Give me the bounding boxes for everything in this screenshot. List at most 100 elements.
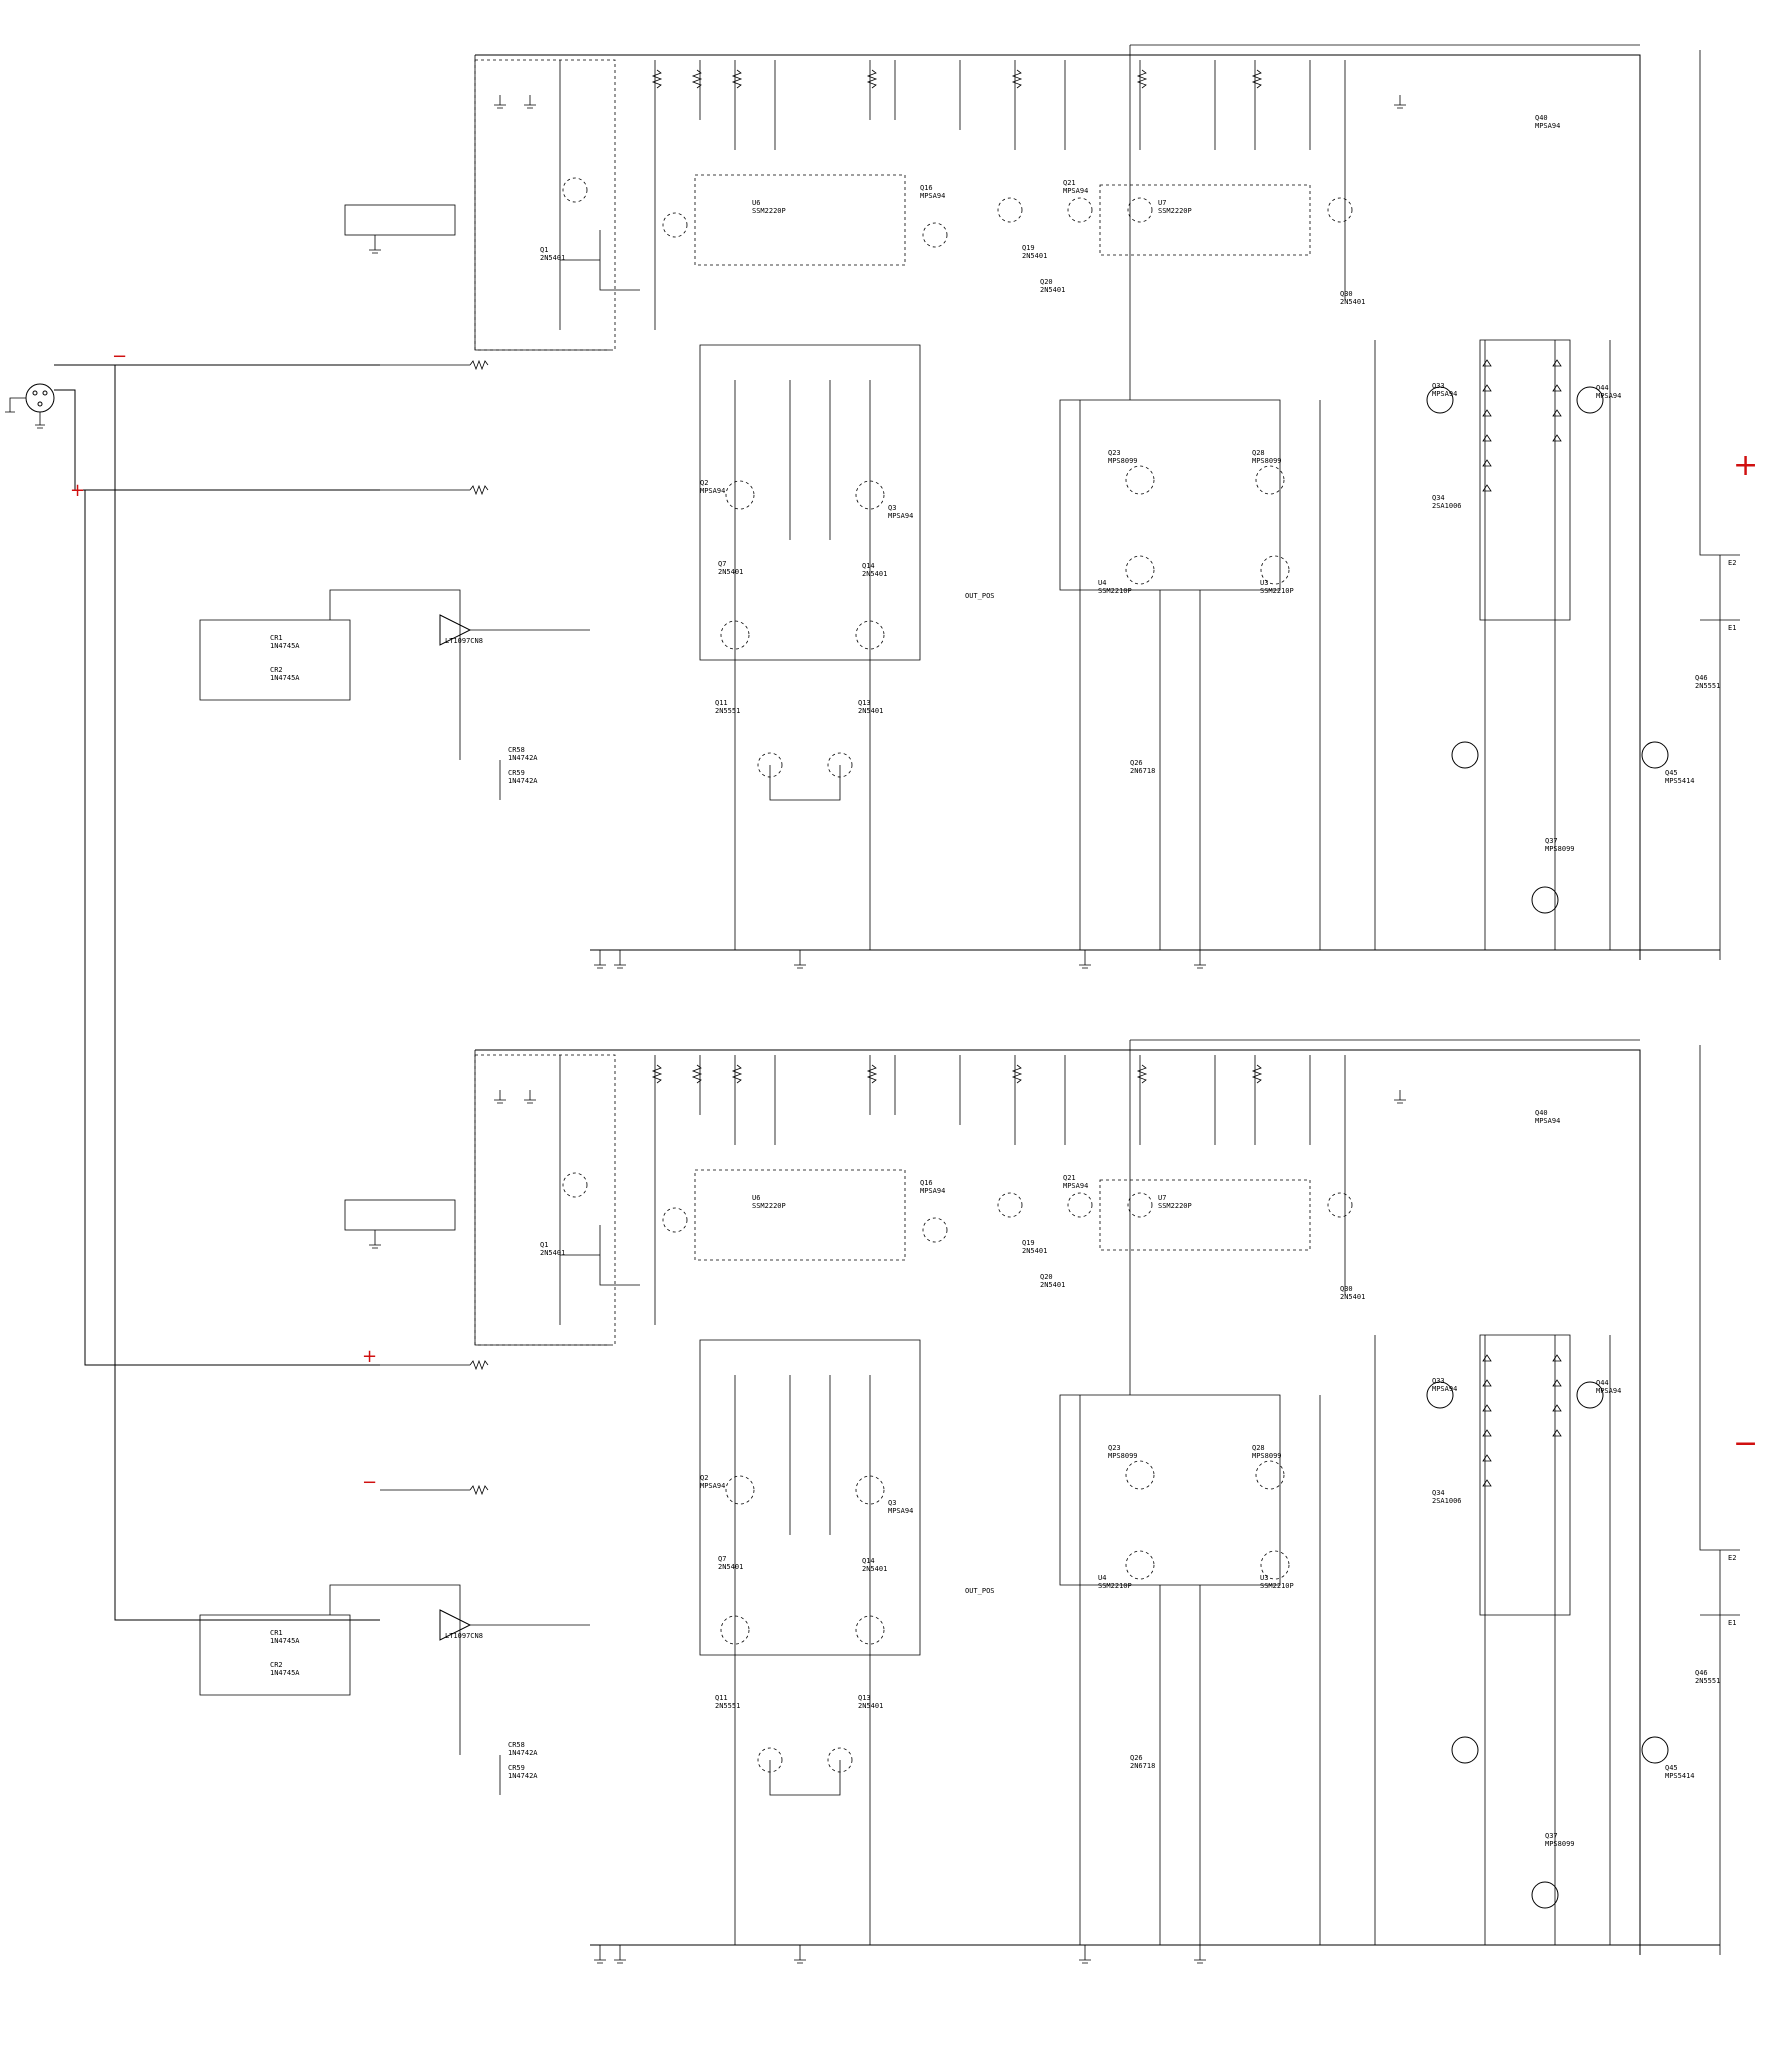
bottom-left-plus-sign: + <box>362 1346 377 1367</box>
part-ref: CR58 <box>508 1741 525 1749</box>
part-ref: Q45 <box>1665 1764 1678 1772</box>
part-value: 1N4745A <box>270 642 300 650</box>
part-ref: Q30 <box>1340 290 1353 298</box>
part-value: SSM2210P <box>1260 1582 1294 1590</box>
part-value: 2N5551 <box>715 1702 740 1710</box>
part-value: 2N5401 <box>540 254 565 262</box>
output-terminal-label: E2 <box>1728 1554 1736 1562</box>
part-ref: Q33 <box>1432 382 1445 390</box>
part-ref: Q13 <box>858 699 871 707</box>
part-ref: Q40 <box>1535 114 1548 122</box>
part-value: 2SA1006 <box>1432 1497 1462 1505</box>
part-ref: U7 <box>1158 199 1166 207</box>
part-value: 2N5401 <box>1040 286 1065 294</box>
part-value: MPSA94 <box>700 1482 725 1490</box>
part-ref: Q23 <box>1108 1444 1121 1452</box>
part-value: 2N6718 <box>1130 1762 1155 1770</box>
part-ref: Q19 <box>1022 244 1035 252</box>
part-value: MPS5414 <box>1665 1772 1695 1780</box>
part-ref: Q16 <box>920 1179 933 1187</box>
part-value: MPS5414 <box>1665 777 1695 785</box>
part-value: MPS8099 <box>1545 845 1575 853</box>
part-ref: Q44 <box>1596 1379 1609 1387</box>
input-wiring <box>54 364 380 1621</box>
output-terminal-label: E1 <box>1728 624 1736 632</box>
part-ref: Q13 <box>858 1694 871 1702</box>
part-ref: Q26 <box>1130 1754 1143 1762</box>
part-value: MPSA94 <box>888 512 913 520</box>
part-ref: Q20 <box>1040 1273 1053 1281</box>
part-value: SSM2220P <box>752 207 786 215</box>
opamp-label: LT1097CN8 <box>445 1632 483 1640</box>
part-ref: Q46 <box>1695 674 1708 682</box>
part-ref: Q3 <box>888 504 896 512</box>
part-value: MPS8099 <box>1252 1452 1282 1460</box>
part-ref: Q19 <box>1022 1239 1035 1247</box>
top-left-plus-sign: + <box>70 480 85 501</box>
part-ref: Q37 <box>1545 1832 1558 1840</box>
part-value: 1N4745A <box>270 674 300 682</box>
part-ref: Q45 <box>1665 769 1678 777</box>
part-value: MPSA94 <box>920 192 945 200</box>
out-pos-label: OUT_POS <box>965 592 995 600</box>
part-ref: Q28 <box>1252 449 1265 457</box>
part-value: MPSA94 <box>700 487 725 495</box>
part-value: MPSA94 <box>1535 1117 1560 1125</box>
part-value: SSM2210P <box>1098 1582 1132 1590</box>
part-ref: CR2 <box>270 1661 283 1669</box>
part-ref: Q33 <box>1432 1377 1445 1385</box>
part-value: 2N5401 <box>1040 1281 1065 1289</box>
part-ref: Q1 <box>540 1241 548 1249</box>
part-ref: Q2 <box>700 479 708 487</box>
part-ref: Q46 <box>1695 1669 1708 1677</box>
part-ref: Q44 <box>1596 384 1609 392</box>
part-ref: CR59 <box>508 1764 525 1772</box>
part-value: 1N4742A <box>508 1749 538 1757</box>
top-right-plus-sign: + <box>1733 448 1758 483</box>
out-pos-label: OUT_POS <box>965 1587 995 1595</box>
part-ref: CR2 <box>270 666 283 674</box>
part-ref: Q34 <box>1432 494 1445 502</box>
part-ref: Q34 <box>1432 1489 1445 1497</box>
amplifier-channel-1: LT1097CN8 OUT_POS E2 E1 Q1 2N5401 Q2 MPS… <box>199 44 1740 969</box>
part-value: 2SA1006 <box>1432 502 1462 510</box>
part-value: 2N5401 <box>718 1563 743 1571</box>
part-value: 2N5401 <box>1340 1293 1365 1301</box>
part-value: 2N5551 <box>1695 682 1720 690</box>
amplifier-channel-2: LT1097CN8 OUT_POS E2 E1 Q1 2N5401 Q2 MPS… <box>199 1039 1740 1964</box>
part-ref: Q20 <box>1040 278 1053 286</box>
part-ref: Q23 <box>1108 449 1121 457</box>
part-ref: Q11 <box>715 1694 728 1702</box>
part-value: MPSA94 <box>1432 390 1457 398</box>
part-ref: Q3 <box>888 1499 896 1507</box>
part-ref: U7 <box>1158 1194 1166 1202</box>
part-ref: Q28 <box>1252 1444 1265 1452</box>
part-ref: U3 <box>1260 1574 1268 1582</box>
part-value: 2N5401 <box>858 1702 883 1710</box>
part-ref: U3 <box>1260 579 1268 587</box>
part-value: SSM2220P <box>1158 1202 1192 1210</box>
part-ref: CR1 <box>270 634 283 642</box>
part-ref: Q26 <box>1130 759 1143 767</box>
bottom-left-minus-sign: − <box>362 1472 377 1493</box>
part-value: SSM2210P <box>1260 587 1294 595</box>
part-ref: Q16 <box>920 184 933 192</box>
part-ref: CR58 <box>508 746 525 754</box>
part-ref: U6 <box>752 1194 760 1202</box>
part-value: MPSA94 <box>1063 187 1088 195</box>
part-value: MPSA94 <box>920 1187 945 1195</box>
part-ref: Q21 <box>1063 179 1076 187</box>
part-value: 2N5401 <box>858 707 883 715</box>
part-value: 1N4745A <box>270 1669 300 1677</box>
part-value: 1N4745A <box>270 1637 300 1645</box>
part-value: MPSA94 <box>1063 1182 1088 1190</box>
part-value: SSM2220P <box>1158 207 1192 215</box>
part-ref: Q21 <box>1063 1174 1076 1182</box>
part-ref: U4 <box>1098 1574 1106 1582</box>
part-value: 2N5401 <box>718 568 743 576</box>
part-value: MPS8099 <box>1545 1840 1575 1848</box>
bottom-right-minus-sign: − <box>1733 1426 1758 1461</box>
part-value: MPSA94 <box>1596 1387 1621 1395</box>
output-terminal-label: E2 <box>1728 559 1736 567</box>
